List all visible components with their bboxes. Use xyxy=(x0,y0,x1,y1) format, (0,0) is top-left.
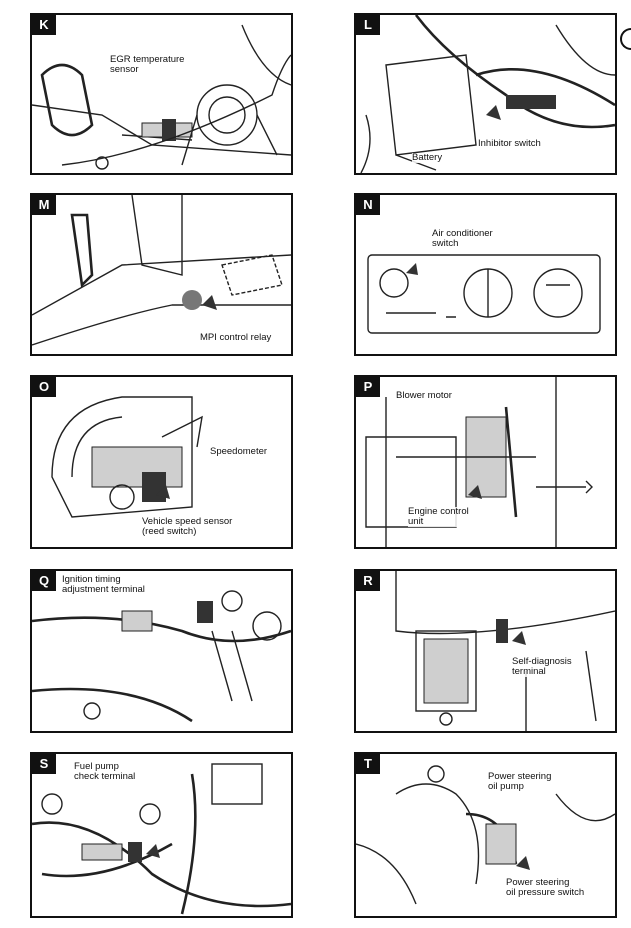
speedometer-illustration xyxy=(51,396,203,518)
figure-panel-k: K EGR temperature sensor xyxy=(30,13,293,175)
air-conditioner-switch-illustration xyxy=(367,254,601,334)
panel-letter: R xyxy=(356,571,380,591)
fuel-pump-check-terminal-illustration xyxy=(32,763,291,915)
figure-panel-q: Q Ignition timing adjustment terminal xyxy=(30,569,293,733)
inhibitor-switch-label: Inhibitor switch xyxy=(478,138,541,149)
figure-panel-r: R Self-diagnosis terminal xyxy=(354,569,617,733)
power-steering-oil-pump-label: Power steering oil pump xyxy=(488,771,552,792)
panel-letter: Q xyxy=(32,571,56,591)
vehicle-speed-sensor-label: Vehicle speed sensor (reed switch) xyxy=(142,516,233,537)
blower-motor-illustration xyxy=(365,377,593,547)
mpi-control-relay-label: MPI control relay xyxy=(200,332,272,343)
panel-letter: S xyxy=(32,754,56,774)
power-steering-oil-pressure-switch-label: Power steering oil pressure switch xyxy=(506,877,585,898)
figure-panel-p: P Blower motor Engine control unit xyxy=(354,375,617,549)
power-steering-illustration xyxy=(356,765,615,905)
self-diagnosis-terminal-illustration xyxy=(395,571,615,731)
egr-temperature-sensor-label: EGR temperature sensor xyxy=(110,54,185,75)
figure-panel-o: O Speedometer Vehicle speed sensor (reed… xyxy=(30,375,293,549)
air-conditioner-switch-label: Air conditioner switch xyxy=(432,228,493,249)
figure-panel-n: N Air conditioner switch xyxy=(354,193,617,356)
battery-label: Battery xyxy=(412,152,443,163)
figure-panel-s: S Fuel pump check terminal xyxy=(30,752,293,918)
panel-letter: K xyxy=(32,15,56,35)
mpi-control-relay-illustration xyxy=(32,195,291,346)
panel-letter: M xyxy=(32,195,56,215)
egr-sensor-illustration xyxy=(32,24,291,170)
figure-panel-t: T Power steering oil pump Power steering… xyxy=(354,752,617,918)
panel-letter: T xyxy=(356,754,380,774)
ignition-timing-illustration xyxy=(32,590,291,723)
engine-control-unit-label: Engine control unit xyxy=(408,506,469,527)
ignition-timing-adjustment-terminal-label: Ignition timing adjustment terminal xyxy=(62,574,145,595)
speedometer-label: Speedometer xyxy=(210,446,268,457)
figure-panel-m: M MPI control relay xyxy=(30,193,293,356)
page-edge-mark xyxy=(620,28,631,50)
figure-panel-l: L Battery Inhibitor switch xyxy=(354,13,617,175)
panel-letter: N xyxy=(356,195,380,215)
self-diagnosis-terminal-label: Self-diagnosis terminal xyxy=(512,656,572,677)
panel-letter: O xyxy=(32,377,56,397)
panel-letter: L xyxy=(356,15,380,35)
panel-letter: P xyxy=(356,377,380,397)
blower-motor-label: Blower motor xyxy=(396,390,452,401)
inhibitor-switch-illustration xyxy=(360,15,615,173)
fuel-pump-check-terminal-label: Fuel pump check terminal xyxy=(74,761,136,782)
